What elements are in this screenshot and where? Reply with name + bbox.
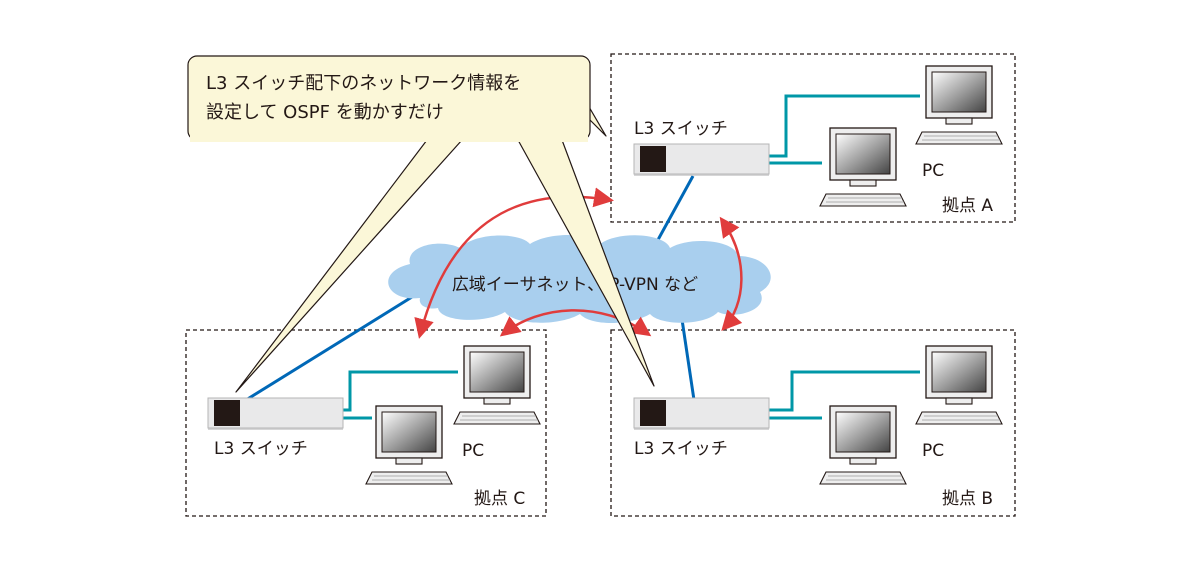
site-a-pc-2 xyxy=(819,127,907,207)
site-c-pc-2 xyxy=(365,405,453,485)
site-a-label: 拠点 A xyxy=(942,196,993,216)
lan-link-c-pc1 xyxy=(340,370,458,412)
site-c-pc-label: PC xyxy=(462,441,484,461)
site-c-label: 拠点 C xyxy=(474,489,525,509)
site-a-pc-label: PC xyxy=(922,161,944,181)
lan-link-a-pc1 xyxy=(768,94,920,158)
site-c-switch-label: L3 スイッチ xyxy=(214,439,308,459)
site-b-pc-label: PC xyxy=(922,441,944,461)
callout-line-2: 設定して OSPF を動かすだけ xyxy=(206,102,444,123)
site-a-switch-label: L3 スイッチ xyxy=(634,119,728,139)
site-c-l3-switch xyxy=(207,397,344,430)
site-b-pc-1 xyxy=(915,345,1003,425)
cloud-label: 広域イーサネット、IP-VPN など xyxy=(452,275,698,295)
site-a-box xyxy=(610,53,1016,223)
site-b-l3-switch xyxy=(633,397,770,430)
callout-bubble xyxy=(187,55,655,393)
site-c-pc-1 xyxy=(453,345,541,425)
route-arrow-a-b xyxy=(719,216,743,331)
site-b-box xyxy=(610,329,1016,517)
callout-line-1: L3 スイッチ配下のネットワーク情報を xyxy=(206,73,521,94)
site-a-pc-1 xyxy=(915,65,1003,145)
lan-link-b-pc1 xyxy=(768,370,920,412)
site-b-label: 拠点 B xyxy=(942,489,993,509)
site-b-pc-2 xyxy=(819,405,907,485)
site-a-l3-switch xyxy=(633,143,770,176)
site-b-switch-label: L3 スイッチ xyxy=(634,439,728,459)
wan-link-c xyxy=(245,290,421,402)
